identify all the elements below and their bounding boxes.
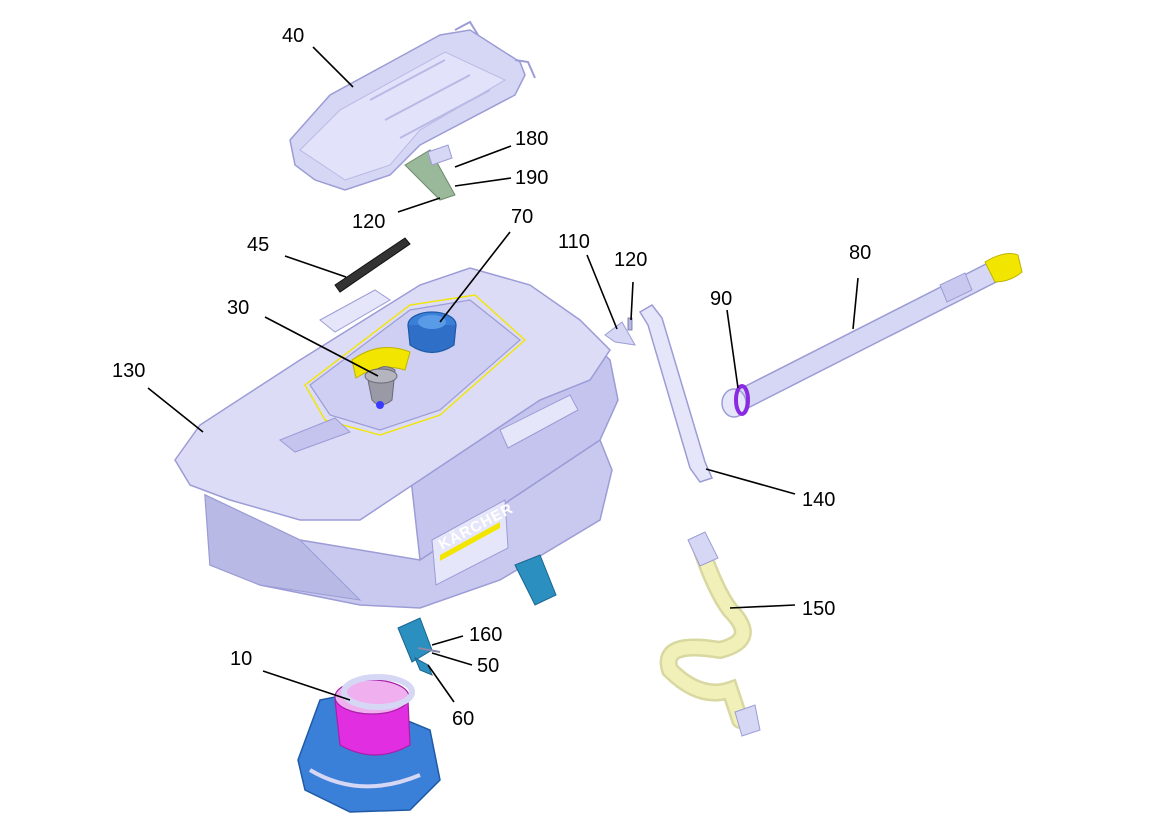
leader-30	[264, 316, 379, 377]
leader-110	[586, 254, 618, 330]
leader-120b	[630, 281, 634, 321]
callout-110: 110	[558, 231, 590, 253]
part-10-blower-unit	[297, 674, 441, 813]
callout-160: 160	[469, 624, 502, 646]
callout-90: 90	[710, 288, 732, 310]
leader-80	[852, 277, 859, 330]
leader-90	[726, 309, 739, 389]
leader-50	[431, 652, 473, 666]
callout-180: 180	[515, 128, 548, 150]
callout-10: 10	[230, 648, 252, 670]
callout-190: 190	[515, 167, 548, 189]
leader-140	[705, 468, 796, 495]
callout-80: 80	[849, 242, 871, 264]
part-45-strip	[334, 237, 411, 293]
leader-190	[454, 177, 512, 187]
part-150-hose	[659, 531, 761, 737]
part-190-seal-plate	[404, 144, 456, 201]
callout-120a: 120	[352, 211, 385, 233]
part-160-clip	[397, 554, 557, 663]
callout-45: 45	[247, 234, 269, 256]
callout-30: 30	[227, 297, 249, 319]
leader-10	[262, 670, 351, 701]
leader-60	[427, 664, 455, 703]
callout-60: 60	[452, 708, 474, 730]
part-50-spring	[417, 647, 441, 653]
leader-45	[284, 255, 347, 278]
leader-160	[431, 635, 464, 646]
callout-40: 40	[282, 25, 304, 47]
part-90-ring	[734, 384, 750, 416]
leader-70	[439, 231, 511, 323]
part-40-lid	[289, 20, 536, 191]
part-80-suction-tube	[721, 253, 1023, 418]
part-60-latch	[413, 656, 433, 676]
leader-130	[147, 387, 204, 433]
callout-70: 70	[511, 206, 533, 228]
part-130-housing: KÄRCHER	[174, 267, 619, 609]
callout-150: 150	[802, 598, 835, 620]
callout-130: 130	[112, 360, 145, 382]
callout-labels: 40 180 190 120 45 70 30 110 120 80 90 13…	[112, 25, 871, 730]
part-140-wrench-bar	[638, 304, 714, 483]
callout-120b: 120	[614, 249, 647, 271]
leader-180	[454, 145, 512, 168]
leader-120a	[397, 197, 441, 213]
part-70-blue-cup	[407, 311, 457, 354]
karcher-logo-plate: KÄRCHER	[431, 499, 516, 586]
callout-140: 140	[802, 489, 835, 511]
leader-150	[729, 604, 796, 609]
leader-40	[312, 46, 354, 88]
callout-50: 50	[477, 655, 499, 677]
leader-lines	[147, 46, 859, 703]
